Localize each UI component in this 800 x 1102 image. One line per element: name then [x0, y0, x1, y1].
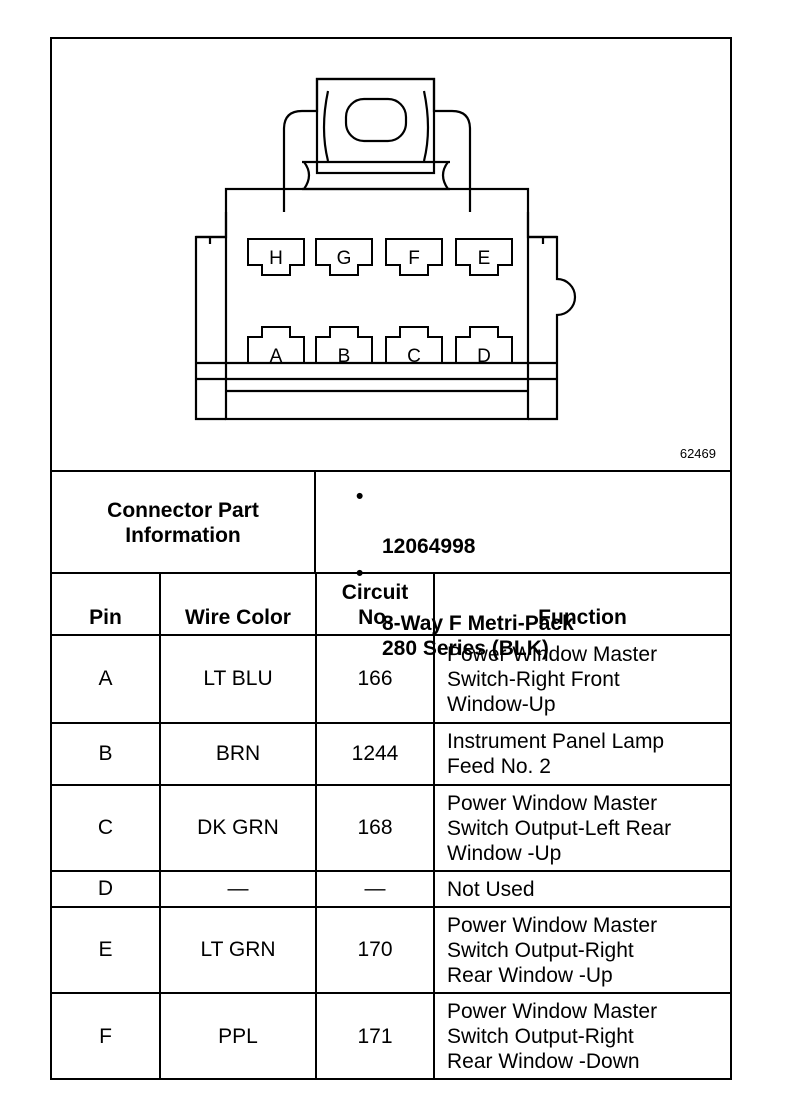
pin-letter: D	[477, 346, 491, 367]
pin-letter: E	[478, 248, 491, 269]
function-cell: Power Window Master Switch Output-Left R…	[433, 784, 730, 872]
table-row: F PPL 171 Power Window Master Switch Out…	[52, 992, 730, 1079]
circuit-cell: 166	[315, 634, 435, 724]
wire-color-cell: PPL	[159, 992, 317, 1079]
pin-cavity-c: C	[385, 326, 443, 367]
pin-cell: B	[52, 722, 161, 786]
header-function: Function	[433, 572, 730, 636]
pin-cavity-a: A	[247, 326, 305, 367]
table-row: C DK GRN 168 Power Window Master Switch …	[52, 784, 730, 872]
pin-table-header: Pin Wire Color Circuit No. Function	[52, 572, 730, 636]
info-values: • 12064998 • 8-Way F Metri-Pack 280 Seri…	[316, 472, 730, 660]
pin-cavity-e: E	[455, 238, 513, 276]
pin-cavity-h: H	[247, 238, 305, 276]
wire-color-cell: LT BLU	[159, 634, 317, 724]
body-base-lines	[196, 361, 557, 393]
wire-color-cell: LT GRN	[159, 906, 317, 994]
header-wire-color: Wire Color	[159, 572, 317, 636]
circuit-cell: 171	[315, 992, 435, 1079]
body-right-ear	[526, 212, 577, 421]
function-cell: Power Window Master Switch Output-Right …	[433, 992, 730, 1079]
latch-curves	[303, 161, 449, 190]
figure-id: 62469	[679, 446, 716, 461]
header-circuit: Circuit No.	[315, 572, 435, 636]
pin-letter: A	[270, 346, 283, 367]
table-row: B BRN 1244 Instrument Panel Lamp Feed No…	[52, 722, 730, 786]
pin-cell: F	[52, 992, 161, 1079]
pin-cell: A	[52, 634, 161, 724]
wire-color-cell: —	[159, 870, 317, 908]
latch-shading	[322, 90, 430, 162]
wire-color-cell: BRN	[159, 722, 317, 786]
table-row: A LT BLU 166 Power Window Master Switch-…	[52, 634, 730, 724]
connector-body	[224, 187, 530, 421]
pin-cavity-d: D	[455, 326, 513, 367]
info-label: Connector Part Information	[52, 472, 316, 574]
bullet: •	[356, 485, 364, 508]
latch-tab	[315, 77, 436, 175]
part-number-row: • 12064998	[356, 484, 730, 559]
connector-part-information: Connector Part Information • 12064998 • …	[52, 470, 730, 660]
connector-diagram: H G F E A B C D 62469	[52, 39, 730, 470]
pin-table: Pin Wire Color Circuit No. Function A LT…	[52, 572, 730, 1079]
function-cell: Power Window Master Switch-Right Front W…	[433, 634, 730, 724]
latch-slot	[344, 97, 408, 143]
pin-cavity-f: F	[385, 238, 443, 276]
function-cell: Power Window Master Switch Output-Right …	[433, 906, 730, 994]
pin-letter: G	[337, 248, 352, 269]
pin-cell: C	[52, 784, 161, 872]
pin-cell: E	[52, 906, 161, 994]
part-number: 12064998	[382, 535, 476, 558]
function-cell: Not Used	[433, 870, 730, 908]
table-row: D — — Not Used	[52, 870, 730, 908]
pin-cell: D	[52, 870, 161, 908]
pin-cavity-g: G	[315, 238, 373, 276]
connector-drawing: H G F E A B C D	[194, 77, 577, 421]
circuit-cell: 168	[315, 784, 435, 872]
pin-cavity-b: B	[315, 326, 373, 367]
wire-color-cell: DK GRN	[159, 784, 317, 872]
bottom-pin-row: A B C D	[247, 326, 513, 367]
pin-letter: C	[407, 346, 421, 367]
table-row: E LT GRN 170 Power Window Master Switch …	[52, 906, 730, 994]
circuit-cell: 1244	[315, 722, 435, 786]
circuit-cell: 170	[315, 906, 435, 994]
function-cell: Instrument Panel Lamp Feed No. 2	[433, 722, 730, 786]
header-pin: Pin	[52, 572, 161, 636]
pin-letter: H	[269, 248, 283, 269]
circuit-cell: —	[315, 870, 435, 908]
pin-letter: B	[338, 346, 351, 367]
latch-ridges	[302, 160, 450, 191]
pin-letter: F	[408, 248, 420, 269]
